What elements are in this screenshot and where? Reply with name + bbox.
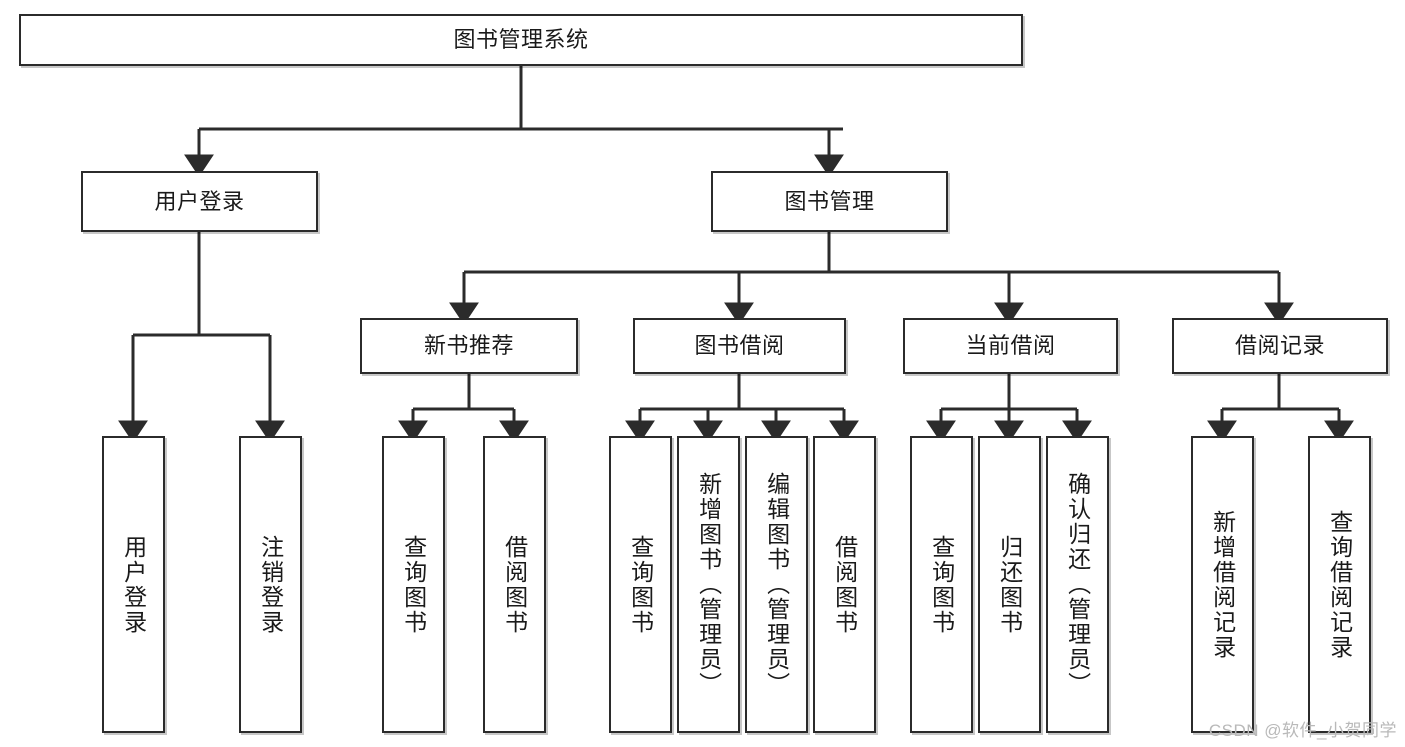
node-new-book-rec[interactable]: 新书推荐	[360, 318, 578, 374]
node-label: 借阅记录	[1234, 333, 1325, 359]
node-user-login[interactable]: 用户登录	[81, 171, 318, 232]
node-label: 注销登录	[257, 534, 284, 635]
leaf-return-book[interactable]: 归还图书	[978, 436, 1041, 733]
node-label: 图书借阅	[694, 333, 785, 359]
node-label: 新增借阅记录	[1209, 509, 1236, 660]
node-label: 归还图书	[996, 534, 1023, 635]
leaf-query-record[interactable]: 查询借阅记录	[1308, 436, 1371, 733]
leaf-borrow-book-2[interactable]: 借阅图书	[813, 436, 876, 733]
node-book-borrow[interactable]: 图书借阅	[633, 318, 846, 374]
node-label: 图书管理	[784, 188, 875, 214]
node-label: 当前借阅	[965, 333, 1056, 359]
node-label: 借阅图书	[501, 534, 528, 635]
leaf-borrow-book-1[interactable]: 借阅图书	[483, 436, 546, 733]
leaf-edit-book[interactable]: 编辑图书（管理员）	[745, 436, 808, 733]
leaf-query-book-3[interactable]: 查询图书	[910, 436, 973, 733]
node-label: 查询图书	[928, 534, 955, 635]
node-label: 用户登录	[154, 188, 245, 214]
node-label: 用户登录	[120, 534, 147, 635]
node-current-borrow[interactable]: 当前借阅	[903, 318, 1118, 374]
leaf-query-book-2[interactable]: 查询图书	[609, 436, 672, 733]
leaf-logout[interactable]: 注销登录	[239, 436, 302, 733]
node-label: 查询图书	[627, 534, 654, 635]
node-label: 确认归还（管理员）	[1064, 472, 1091, 697]
node-label: 查询图书	[400, 534, 427, 635]
node-root-system[interactable]: 图书管理系统	[19, 14, 1023, 66]
node-book-manage[interactable]: 图书管理	[711, 171, 948, 232]
node-label: 新书推荐	[423, 333, 514, 359]
node-label: 编辑图书（管理员）	[763, 472, 790, 697]
leaf-confirm-return[interactable]: 确认归还（管理员）	[1046, 436, 1109, 733]
node-label: 查询借阅记录	[1326, 509, 1353, 660]
node-label: 图书管理系统	[453, 27, 589, 53]
node-label: 借阅图书	[831, 534, 858, 635]
node-label: 新增图书（管理员）	[695, 472, 722, 697]
leaf-add-book[interactable]: 新增图书（管理员）	[677, 436, 740, 733]
leaf-add-record[interactable]: 新增借阅记录	[1191, 436, 1254, 733]
leaf-query-book-1[interactable]: 查询图书	[382, 436, 445, 733]
node-borrow-record[interactable]: 借阅记录	[1172, 318, 1388, 374]
leaf-user-login[interactable]: 用户登录	[102, 436, 165, 733]
